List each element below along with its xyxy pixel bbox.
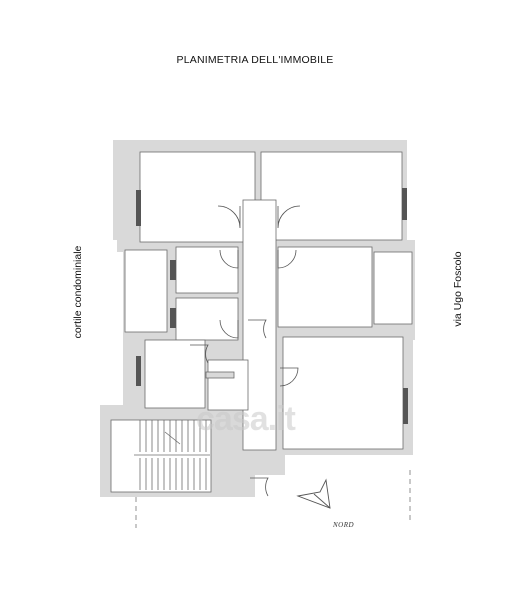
- north-label: NORD: [333, 521, 355, 529]
- doors: [190, 205, 301, 497]
- door-bath-2: [219, 319, 239, 339]
- room-bath-2: [175, 297, 239, 341]
- room-right-balcony: [373, 251, 413, 325]
- shadow-lower-right-ext: [248, 450, 285, 475]
- door-stair: [250, 477, 269, 497]
- rooms: [110, 151, 413, 493]
- door-top-right: [277, 205, 301, 229]
- door-top-left: [217, 205, 241, 229]
- room-bath-1: [175, 246, 239, 294]
- windows: [136, 188, 408, 424]
- right-street-label: via Ugo Foscolo: [452, 251, 464, 327]
- watermark: casa.it: [196, 400, 296, 438]
- door-corridor: [248, 319, 267, 339]
- room-left-balcony: [124, 249, 168, 333]
- room-mid-right: [277, 246, 373, 328]
- left-street-label: cortile condominiale: [72, 245, 84, 339]
- stair-steps: [134, 420, 210, 490]
- window-bath-1: [170, 260, 176, 280]
- boundary-lines: [135, 470, 411, 528]
- window-hall: [136, 356, 141, 386]
- window-bath-2: [170, 308, 176, 328]
- room-hall: [144, 339, 206, 409]
- door-bath-1: [219, 249, 239, 269]
- window-large-right: [403, 388, 408, 424]
- north-arrow-icon: [296, 478, 331, 509]
- door-mid-right: [277, 249, 297, 269]
- room-top-left: [139, 151, 256, 243]
- window-top-left: [136, 190, 141, 226]
- plan-title: PLANIMETRIA DELL'IMMOBILE: [176, 54, 334, 66]
- closet: [205, 371, 235, 379]
- shadow-top-left: [113, 140, 125, 240]
- room-large-right: [282, 336, 404, 450]
- window-top-right: [402, 188, 407, 220]
- room-entry: [207, 359, 249, 411]
- door-large-right: [279, 367, 299, 387]
- room-top-right: [260, 151, 403, 241]
- room-corridor: [242, 199, 277, 451]
- door-entry: [190, 344, 209, 364]
